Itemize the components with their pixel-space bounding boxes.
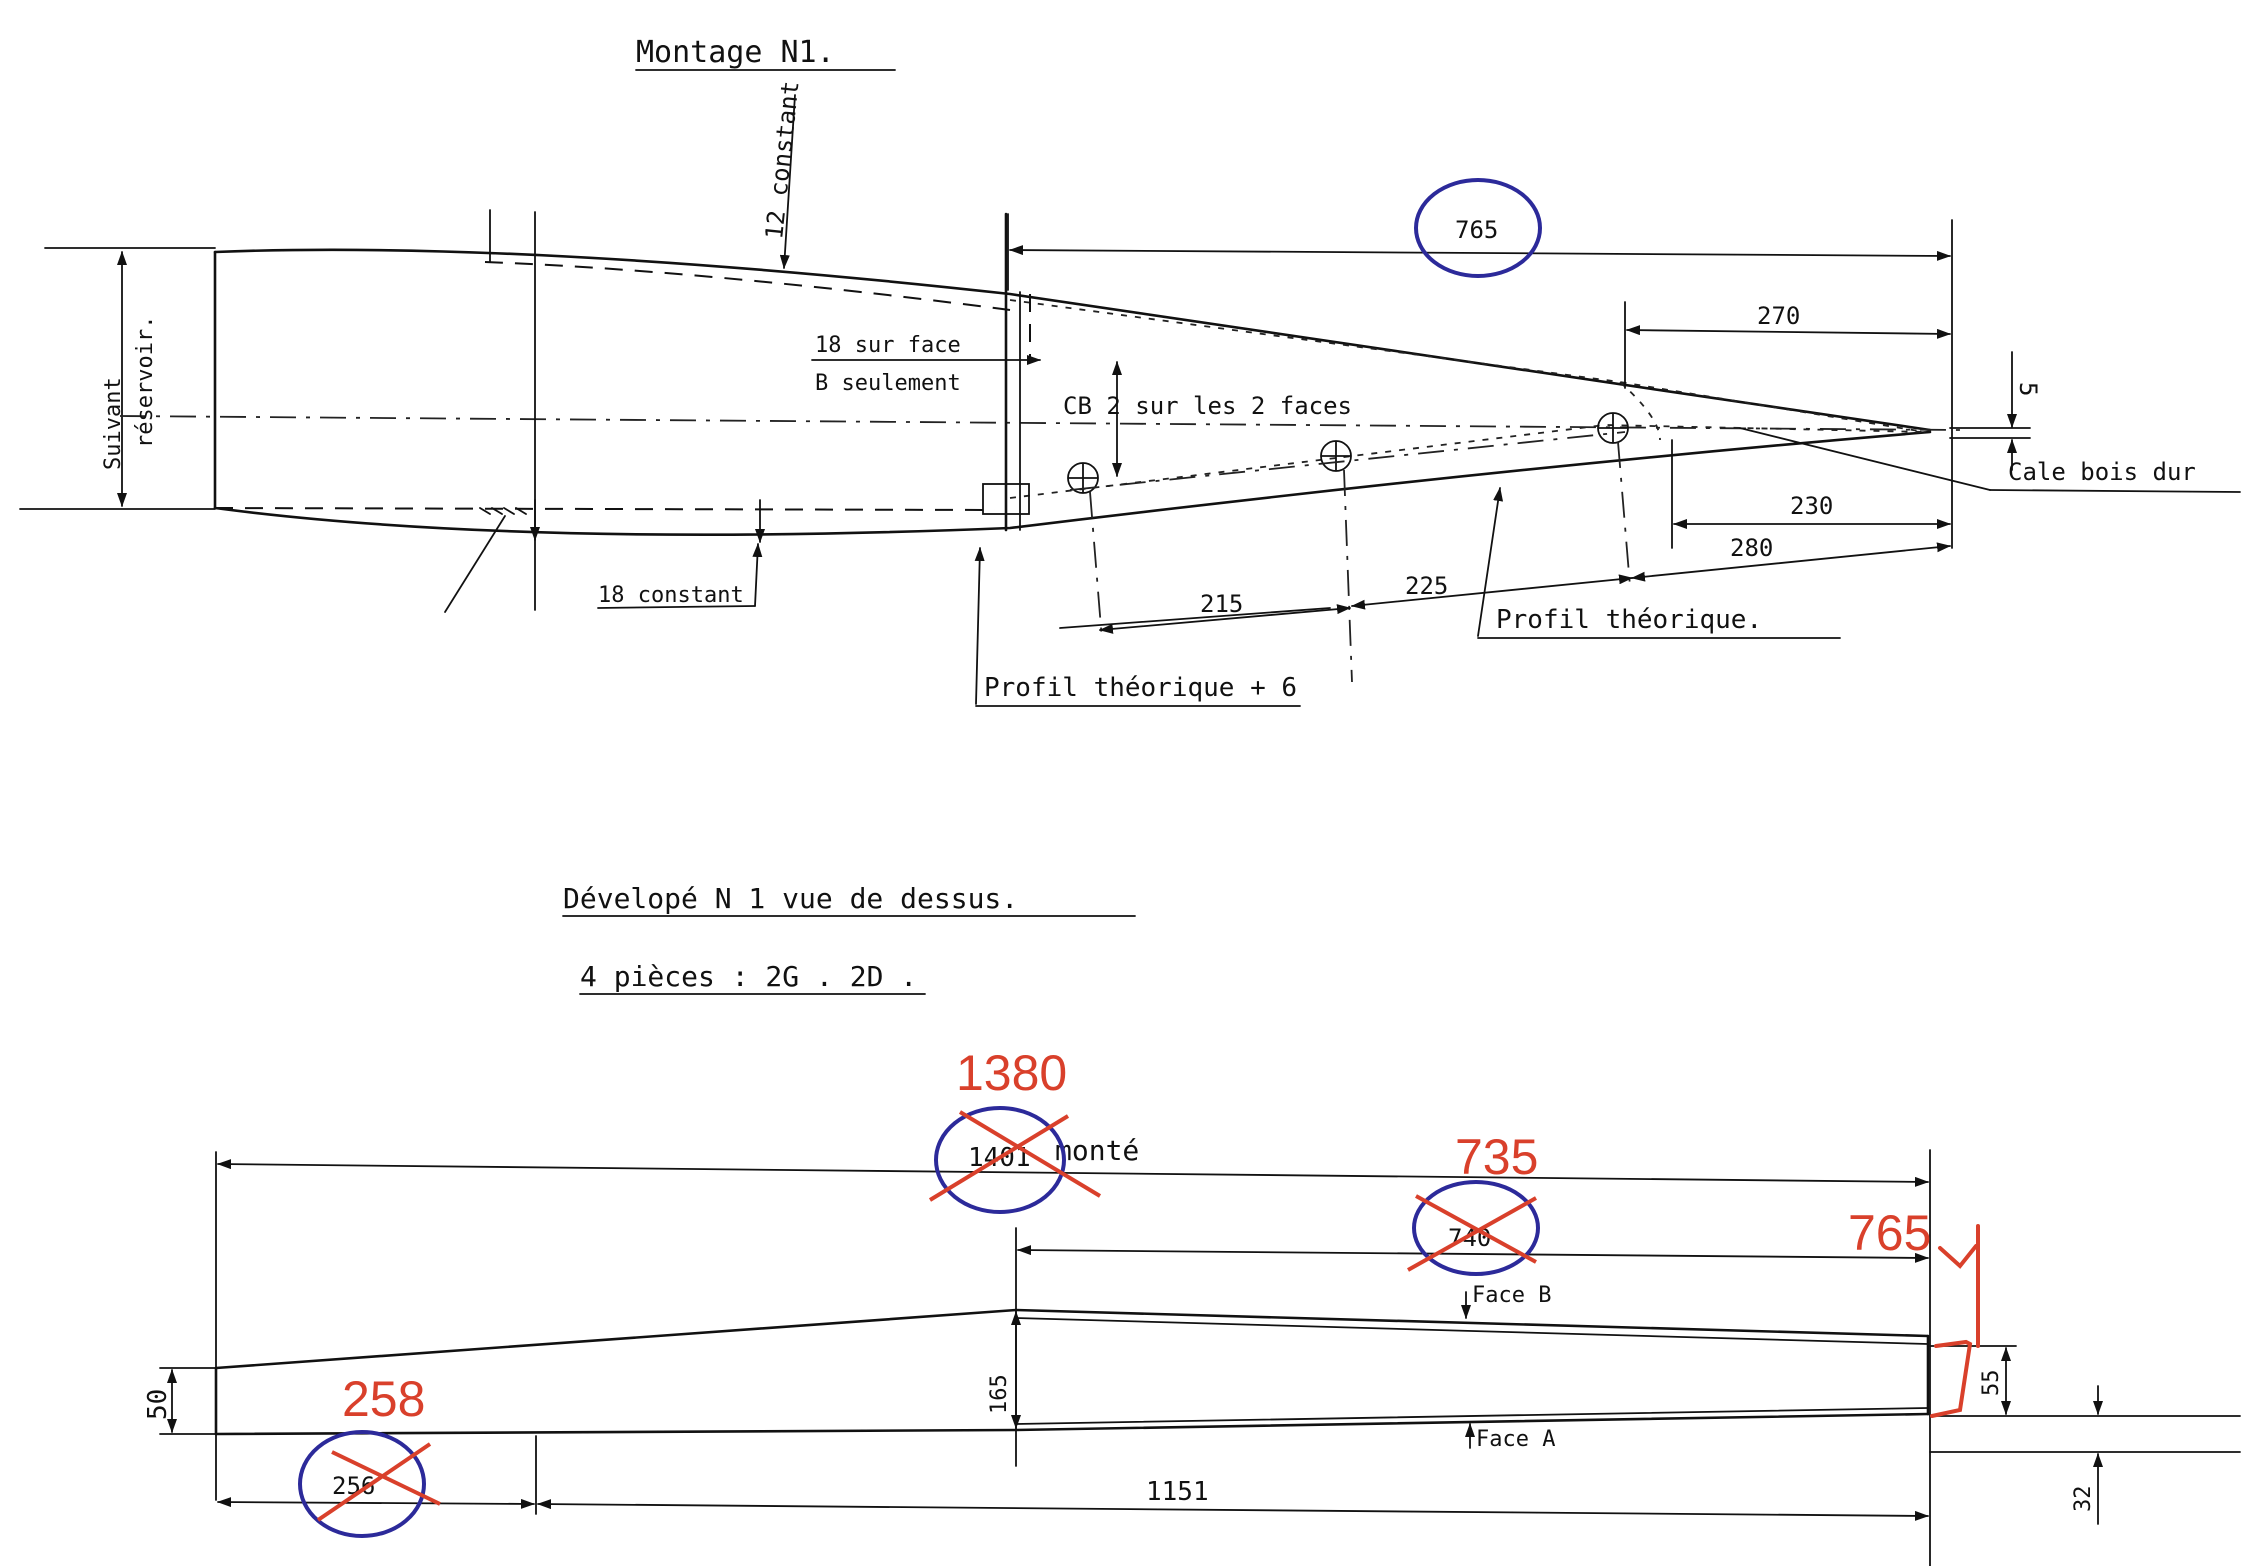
inner-offset-top bbox=[484, 261, 1011, 311]
hole-1 bbox=[1067, 462, 1099, 494]
correction-765: 765 bbox=[1848, 1205, 1931, 1261]
dim-230-label: 230 bbox=[1790, 492, 1833, 520]
correction-735-cross-b bbox=[1415, 1194, 1537, 1264]
dim-18-leader bbox=[597, 605, 756, 609]
label-cb: CB 2 sur les 2 faces bbox=[1063, 392, 1352, 420]
dim-50-label: 50 bbox=[143, 1389, 173, 1420]
dim-765-line bbox=[1009, 245, 1951, 261]
joint-block bbox=[982, 483, 1030, 515]
hatch-mark bbox=[479, 507, 527, 515]
hole-2 bbox=[1320, 440, 1352, 472]
dim-765-circle bbox=[1414, 178, 1542, 278]
dim-270-label: 270 bbox=[1757, 302, 1800, 330]
hole-centerline bbox=[1069, 431, 1626, 491]
montage-view: Montage N1. 765 270 bbox=[19, 35, 2241, 707]
correction-1380-circle bbox=[934, 1106, 1066, 1214]
profile-dotted-bottom bbox=[1009, 424, 1926, 499]
correction-1380-cross-b bbox=[958, 1110, 1102, 1198]
label-b-seulement: B seulement bbox=[815, 371, 961, 396]
dim-280-label: 280 bbox=[1730, 534, 1773, 562]
dim-215-line bbox=[1099, 604, 1351, 634]
label-profil-plus6: Profil théorique + 6 bbox=[984, 673, 1297, 703]
dim-225-line bbox=[1351, 574, 1633, 610]
centerline bbox=[119, 415, 1961, 431]
correction-1380-cross-a bbox=[928, 1114, 1070, 1202]
dim-225-label: 225 bbox=[1405, 572, 1448, 600]
label-18-sur-face: 18 sur face bbox=[815, 333, 961, 358]
montage-title: Montage N1. bbox=[636, 35, 835, 70]
label-profil: Profil théorique. bbox=[1496, 605, 1762, 635]
label-suivant: Suivant bbox=[101, 377, 126, 470]
outline-bottom bbox=[213, 430, 1932, 536]
correction-735-cross-a bbox=[1407, 1196, 1537, 1272]
panel-bottom-edge bbox=[214, 1412, 1930, 1436]
profile-dotted-joint bbox=[1619, 381, 1661, 441]
cale-leader bbox=[1739, 427, 1991, 491]
pieces-label: 4 pièces : 2G . 2D . bbox=[580, 960, 917, 993]
hatch-leader bbox=[444, 515, 506, 613]
dim-1401-line bbox=[217, 1159, 1929, 1187]
panel-bottom-edge-inner bbox=[1015, 1407, 1929, 1425]
correction-735-circle bbox=[1412, 1180, 1540, 1276]
leader-profil bbox=[1477, 487, 1504, 637]
label-18-constant: 18 constant bbox=[598, 583, 744, 608]
panel-top-edge-inner bbox=[1015, 1317, 1929, 1345]
correction-765-mark bbox=[1930, 1224, 1980, 1418]
face-b-label: Face B bbox=[1472, 1283, 1551, 1308]
dim-monte-label: monté bbox=[1055, 1134, 1139, 1167]
developpe-view: Dévelopé N 1 vue de dessus. 4 pièces : 2… bbox=[143, 882, 2241, 1566]
dim-765-label: 765 bbox=[1455, 216, 1498, 244]
dim-32-label: 32 bbox=[2071, 1486, 2096, 1513]
dim-1151-label: 1151 bbox=[1146, 1477, 1209, 1507]
hole-3-ext bbox=[1617, 441, 1631, 587]
outline-top bbox=[213, 248, 1932, 432]
developpe-title: Dévelopé N 1 vue de dessus. bbox=[563, 882, 1018, 915]
dim-740-line bbox=[1017, 1245, 1929, 1263]
leader-12-constant bbox=[779, 94, 796, 269]
dim-215-label: 215 bbox=[1200, 590, 1243, 618]
correction-258-circle bbox=[298, 1430, 426, 1538]
face-a-label: Face A bbox=[1476, 1427, 1555, 1452]
label-reservoir: réservoir. bbox=[133, 316, 158, 448]
correction-258-cross-b bbox=[331, 1450, 441, 1506]
hole-1-ext bbox=[1089, 491, 1103, 641]
correction-735: 735 bbox=[1455, 1129, 1538, 1185]
dim-270-line bbox=[1626, 325, 1951, 339]
dim-5-label: 5 bbox=[2014, 382, 2042, 396]
dim-18-leader-up bbox=[752, 543, 763, 607]
cale-label: Cale bois dur bbox=[2008, 458, 2196, 486]
leader-profil-plus6 bbox=[974, 547, 985, 705]
dim-165-label: 165 bbox=[987, 1374, 1012, 1414]
correction-258: 258 bbox=[342, 1371, 425, 1427]
hole-2-ext bbox=[1343, 469, 1353, 683]
corrections: 1380 735 765 258 bbox=[298, 1045, 1980, 1538]
dim-1151-line bbox=[537, 1499, 1929, 1521]
cale-leader-2 bbox=[1989, 489, 2241, 493]
hole-3 bbox=[1597, 412, 1629, 444]
dim-55-label: 55 bbox=[1979, 1370, 2004, 1397]
panel-top-edge bbox=[214, 1308, 1930, 1370]
inner-offset-bottom bbox=[214, 507, 996, 511]
dim-280-line bbox=[1631, 542, 1951, 582]
correction-1380: 1380 bbox=[956, 1045, 1067, 1101]
label-12-constant: 12 constant bbox=[760, 80, 804, 241]
correction-258-cross-a bbox=[316, 1442, 432, 1522]
dim-256-line bbox=[217, 1497, 535, 1509]
